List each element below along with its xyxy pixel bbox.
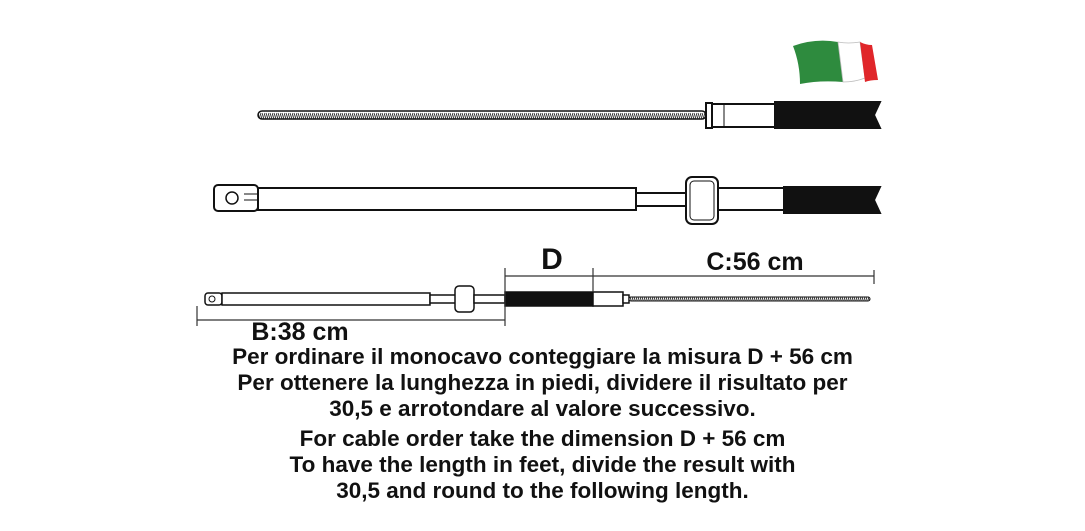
cable-assembly (204, 285, 871, 313)
cable-eye-end (213, 176, 882, 225)
ordering-notes: Per ordinare il monocavo conteggiare la … (0, 344, 1085, 504)
note-en-1: For cable order take the dimension D + 5… (299, 426, 786, 451)
note-en-2: To have the length in feet, divide the r… (289, 452, 796, 477)
note-en-3: 30,5 and round to the following length. (336, 478, 749, 503)
cable-threaded-end (257, 101, 882, 129)
italian-flag-icon (793, 40, 878, 84)
dimension-d-label: D (541, 243, 563, 276)
note-it-3: 30,5 e arrotondare al valore successivo. (329, 396, 756, 421)
note-it-2: Per ottenere la lunghezza in piedi, divi… (237, 370, 848, 395)
note-it-1: Per ordinare il monocavo conteggiare la … (232, 344, 853, 369)
dimension-b-label: B:38 cm (251, 318, 349, 346)
dimension-lines (196, 268, 875, 326)
dimension-c-label: C:56 cm (706, 248, 804, 276)
